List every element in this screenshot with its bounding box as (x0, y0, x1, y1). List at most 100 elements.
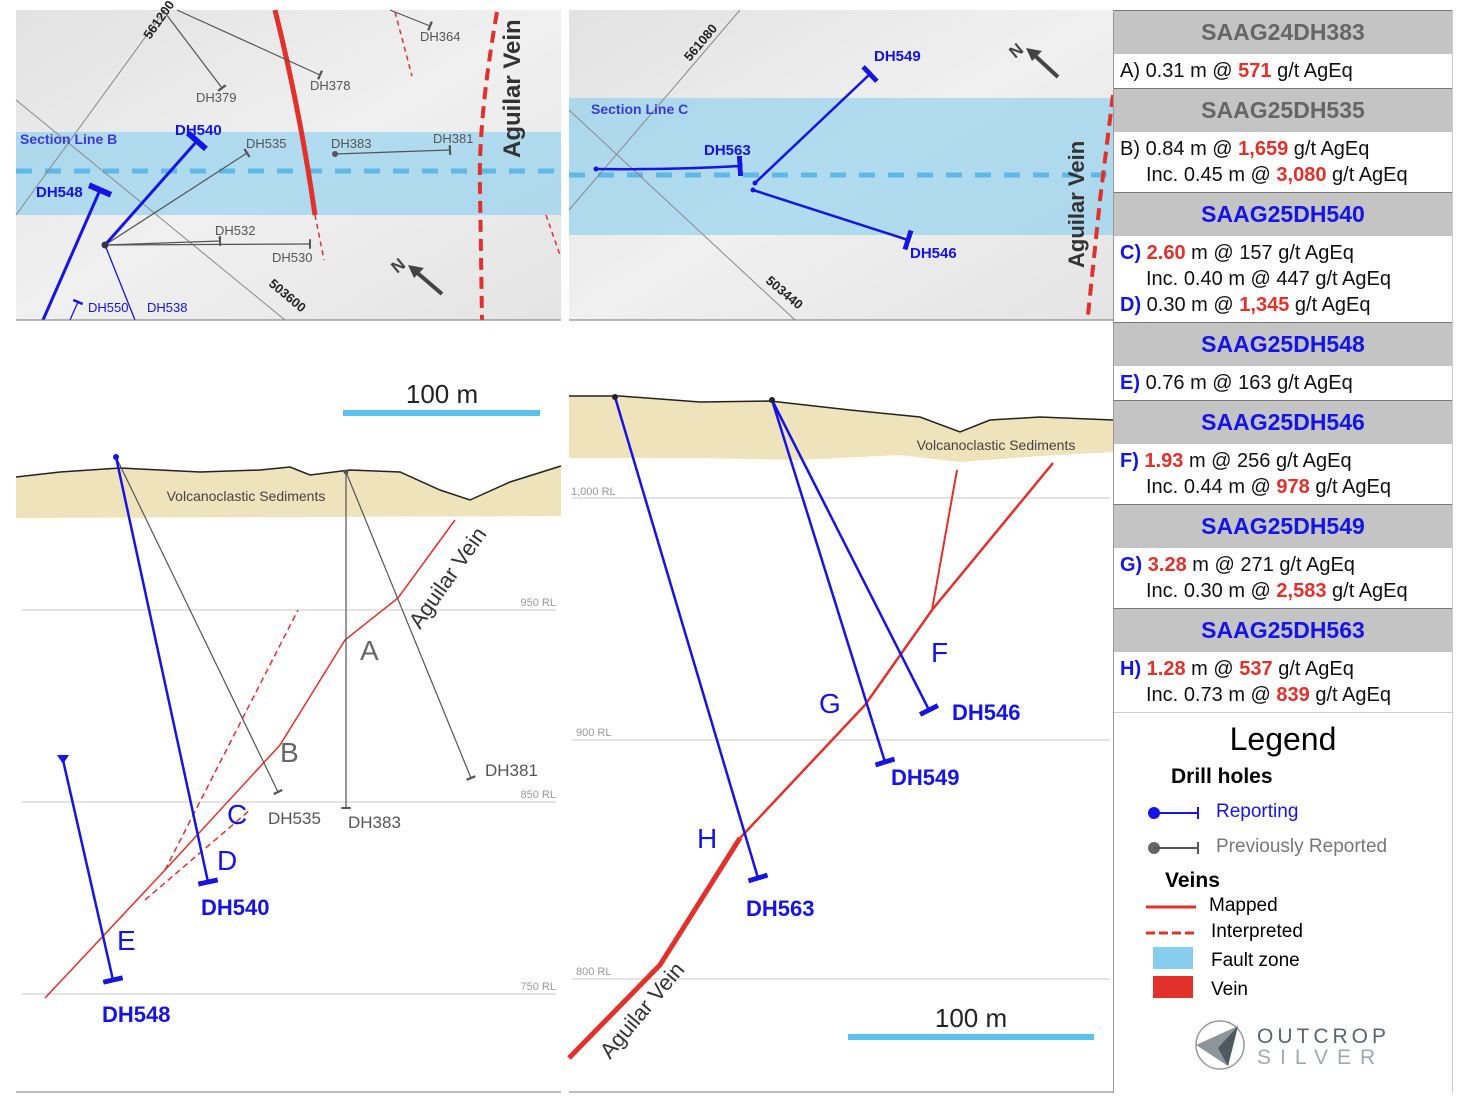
aguilar-vein-trace (1086, 94, 1113, 316)
unit-text: m @ (1228, 268, 1271, 290)
grade-value: 256 (1237, 450, 1271, 472)
legend: Legend Drill holes Reporting Previously … (1114, 712, 1452, 1085)
mapped-vein (739, 462, 1054, 839)
hole-label: DH364 (420, 29, 460, 44)
legend-veins-heading: Veins (1165, 869, 1220, 892)
legend-hole-symbols (1148, 807, 1199, 854)
unit-text: m @ (1228, 164, 1271, 186)
intercept-line: C) 2.60 m @ 157 g/t AgEq (1120, 240, 1446, 266)
legend-interpreted: Interpreted (1211, 921, 1303, 942)
grade-unit: g/t AgEq (1279, 554, 1355, 576)
legend-fault-zone: Fault zone (1211, 950, 1300, 971)
grade-unit: g/t AgEq (1332, 164, 1408, 186)
interval-width: 0.76 (1145, 372, 1185, 394)
rl-gridlines (22, 609, 556, 995)
maps-and-sections: 561200 503600 Aguilar Vein DH364 DH378 (15, 0, 1113, 1093)
hole-label: DH548 (36, 184, 83, 201)
vein-label: Aguilar Vein (1064, 141, 1089, 268)
intercept-prefix: G) (1120, 554, 1143, 576)
intercept-prefix: C) (1120, 242, 1142, 264)
hole-header: SAAG25DH546 (1114, 400, 1452, 444)
grade-unit: g/t AgEq (1278, 242, 1354, 264)
hole-label: DH532 (215, 223, 255, 238)
grade-value: 839 (1276, 684, 1310, 706)
legend-reporting: Reporting (1216, 801, 1299, 822)
legend-previous: Previously Reported (1216, 836, 1388, 857)
grade-unit: g/t AgEq (1315, 476, 1391, 498)
grid-line (15, 9, 166, 216)
vein-label: Aguilar Vein (404, 522, 492, 633)
fault-zone-icon (1153, 947, 1193, 969)
unit-text: m @ (1228, 580, 1271, 602)
volcanoclastic-sediments (569, 396, 1113, 462)
cross-section-c: Volcanoclastic Sediments 1,000 RL 900 RL… (567, 394, 1113, 1093)
hole-label: DH381 (485, 761, 538, 780)
previous-holes (115, 456, 476, 810)
hole-header: SAAG25DH548 (1114, 322, 1452, 366)
interval-width: 0.30 (1146, 294, 1186, 316)
reporting-holes (595, 65, 914, 251)
rl-label: 750 RL (521, 981, 556, 993)
reporting-holes (41, 130, 208, 321)
interval-width: 0.45 (1183, 164, 1223, 186)
intercept-line: G) 3.28 m @ 271 g/t AgEq (1120, 552, 1446, 578)
intercept-line: Inc. 0.40 m @ 447 g/t AgEq (1120, 266, 1446, 292)
unit-text: m @ (1190, 372, 1233, 394)
rl-label: 900 RL (576, 727, 611, 739)
intercept-line: Inc. 0.30 m @ 2,583 g/t AgEq (1120, 578, 1446, 604)
hole-label: DH550 (88, 300, 128, 315)
plan-map-section-c: 561080 503440 Aguilar Vein Section Line … (568, 9, 1113, 321)
interval-width: 0.40 (1183, 268, 1223, 290)
rl-label: 1,000 RL (571, 486, 616, 498)
legend-mapped: Mapped (1209, 895, 1278, 916)
hole-label: DH383 (331, 136, 371, 151)
interval-width: 0.44 (1183, 476, 1223, 498)
hole-label: DH538 (147, 300, 187, 315)
intercept-line: Inc. 0.45 m @ 3,080 g/t AgEq (1120, 162, 1446, 188)
outcrop-logo-icon (1195, 1020, 1245, 1070)
interval-width: 3.28 (1147, 554, 1187, 576)
interval-width: 1.28 (1146, 658, 1186, 680)
intercept-label: D (217, 845, 237, 876)
reporting-holes (613, 396, 940, 884)
rl-label: 800 RL (576, 966, 611, 978)
topography (15, 465, 562, 501)
intercept-prefix: Inc. (1146, 268, 1179, 290)
interpreted-vein (144, 609, 299, 901)
intercept-label: E (117, 925, 136, 956)
legend-drill-holes-heading: Drill holes (1171, 765, 1273, 788)
hole-label: DH549 (891, 765, 959, 790)
unit-label: Volcanoclastic Sediments (917, 437, 1076, 453)
hole-header: SAAG25DH549 (1114, 504, 1452, 548)
intercept-label: G (819, 688, 841, 719)
intercept-prefix: F) (1120, 450, 1139, 472)
mapped-vein (272, 9, 318, 216)
intercept-line: E) 0.76 m @ 163 g/t AgEq (1120, 370, 1446, 396)
hole-label: DH540 (201, 895, 269, 920)
scale-label: 100 m (935, 1003, 1007, 1033)
hole-label: DH378 (310, 78, 350, 93)
section-line-label: Section Line B (20, 131, 117, 147)
hole-label: DH546 (910, 245, 957, 262)
legend-vein-symbols (1146, 905, 1196, 998)
unit-text: m @ (1188, 450, 1232, 472)
vein-icon (1153, 976, 1193, 998)
intercept-prefix: Inc. (1146, 164, 1179, 186)
intercept-line: D) 0.30 m @ 1,345 g/t AgEq (1120, 292, 1446, 318)
grade-unit: g/t AgEq (1332, 580, 1408, 602)
unit-text: m @ (1190, 138, 1233, 160)
topography (569, 395, 1113, 433)
unit-text: m @ (1190, 60, 1233, 82)
intercept-label: A (360, 635, 379, 666)
scale-label: 100 m (406, 379, 478, 409)
unit-text: m @ (1192, 554, 1235, 576)
grade-value: 163 (1238, 372, 1272, 394)
intercept-label: H (697, 823, 717, 854)
interval-width: 0.31 (1145, 60, 1185, 82)
